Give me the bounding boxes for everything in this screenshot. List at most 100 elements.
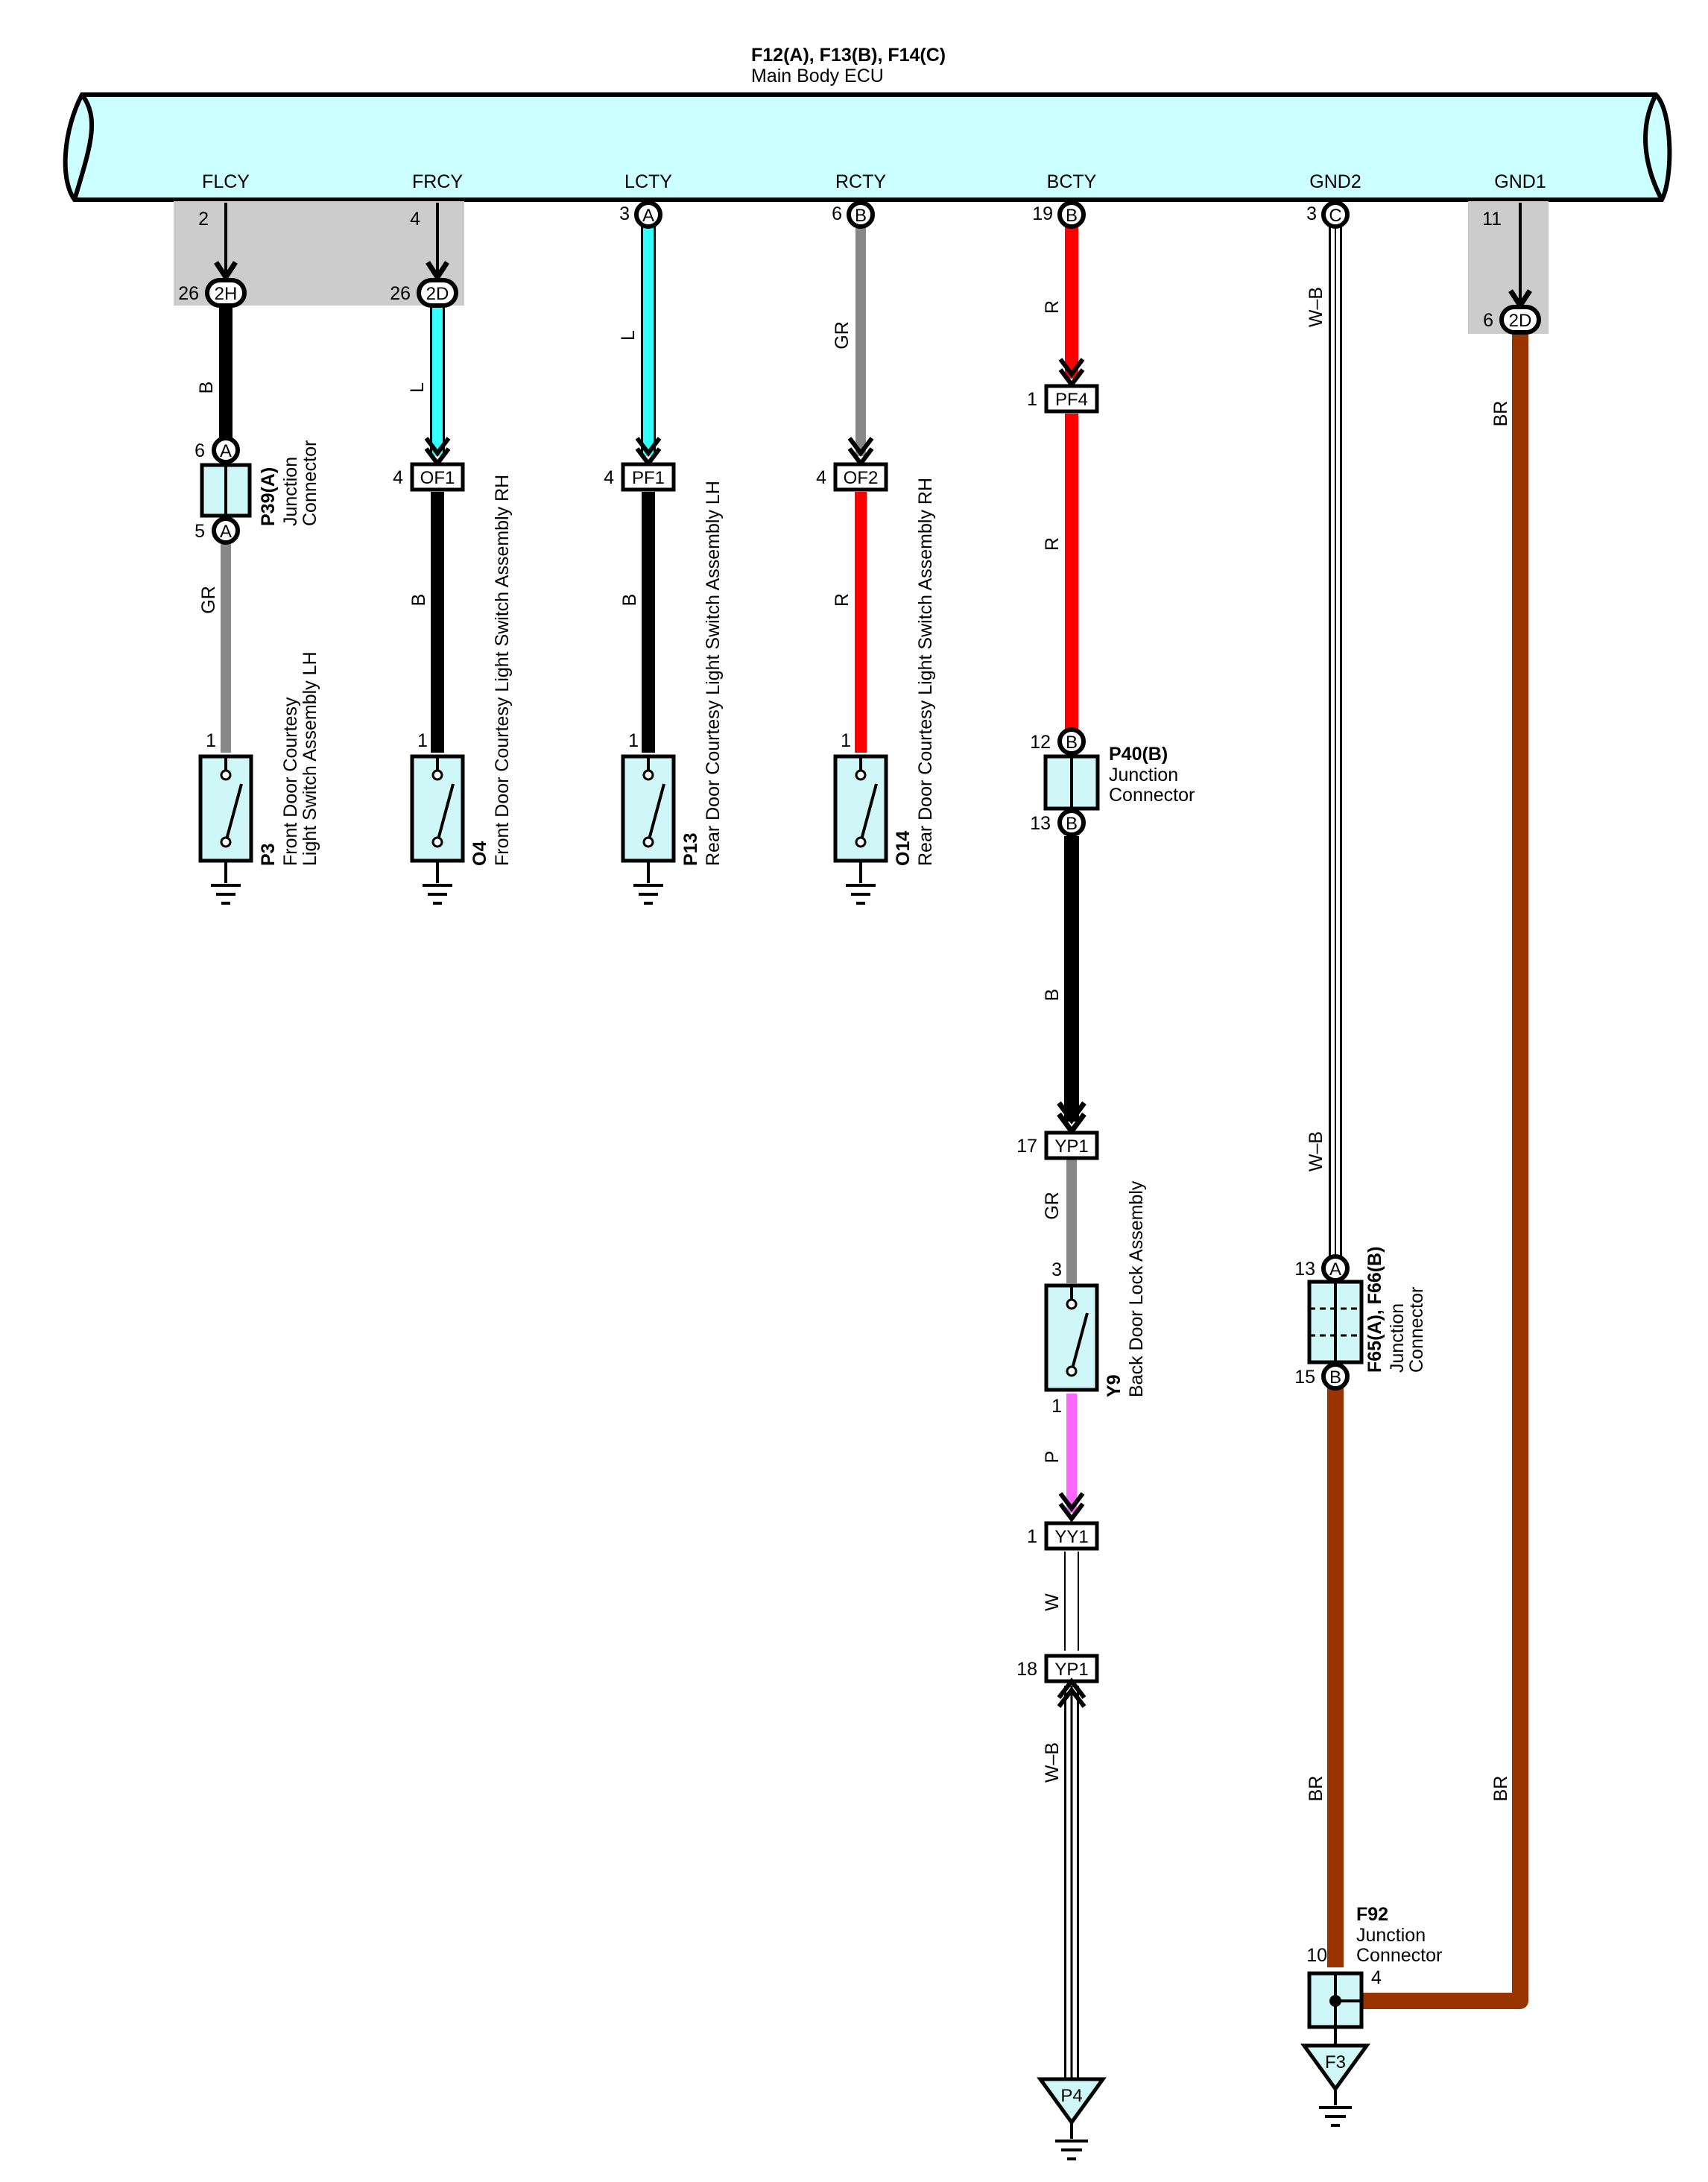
- gnd2-ecu-conn: C: [1329, 206, 1341, 226]
- pf1-pin: 4: [604, 467, 614, 488]
- p39-name-1: Junction: [280, 457, 301, 526]
- f92-code: F92: [1356, 1904, 1388, 1925]
- frcy-lower-color: B: [408, 594, 429, 607]
- y9-pin-top: 3: [1051, 1259, 1062, 1280]
- p40-name-1: Junction: [1109, 765, 1178, 785]
- p13-code: P13: [680, 833, 701, 866]
- flcy-pin: 2: [198, 209, 209, 230]
- p40-top-conn: B: [1066, 733, 1078, 753]
- gnd2-pin: 3: [1306, 203, 1317, 224]
- gnd1-column: 11 2D 6 BR BR: [1482, 203, 1541, 1802]
- f65-bottom-pin-number: 15: [1294, 1367, 1315, 1388]
- f65-top-conn: A: [1329, 1259, 1341, 1280]
- p39-top-conn: A: [220, 441, 232, 461]
- bcty-3-color: B: [1042, 989, 1063, 1002]
- flcy-upper-color: B: [196, 382, 217, 394]
- lcty-pin: 3: [619, 203, 630, 224]
- p3-pin: 1: [206, 730, 216, 751]
- terminal-gnd1: GND1: [1494, 171, 1546, 192]
- junction-block-2h: [205, 278, 247, 308]
- f92-pin-left: 10: [1306, 1945, 1327, 1966]
- y9-pin-bottom: 1: [1051, 1396, 1062, 1417]
- o14-code: O14: [893, 831, 914, 866]
- junction-block-2d-frcy-pin: 26: [390, 283, 411, 304]
- pf4-pin: 1: [1027, 389, 1037, 410]
- o14-name: Rear Door Courtesy Light Switch Assembly…: [915, 478, 936, 866]
- of1-connector: [410, 462, 465, 492]
- bcty-ecu-connector: [1057, 200, 1086, 229]
- f65-code: F65(A), F66(B): [1364, 1247, 1385, 1373]
- y9-name: Back Door Lock Assembly: [1126, 1180, 1147, 1397]
- of1-pin: 4: [393, 467, 403, 488]
- gnd1-pin: 11: [1482, 209, 1502, 230]
- ecu-title: F12(A), F13(B), F14(C): [751, 45, 946, 66]
- yp1-lower-pin: 18: [1016, 1659, 1037, 1680]
- f65-name-2: Connector: [1406, 1287, 1427, 1373]
- ecu-name: Main Body ECU: [751, 66, 884, 86]
- terminal-lcty: LCTY: [624, 171, 672, 192]
- junction-block-2h-pin: 26: [178, 283, 199, 304]
- junction-block-2d-gnd1: [1499, 305, 1541, 335]
- lcty-upper-color: L: [618, 330, 639, 341]
- bcty-5-color: P: [1042, 1451, 1063, 1464]
- yy1-code: YY1: [1054, 1527, 1088, 1547]
- of2-code: OF2: [844, 468, 879, 488]
- junction-block-2d-frcy: [417, 278, 458, 308]
- bcty-4-color: GR: [1042, 1192, 1063, 1220]
- yp1-lower-connector: [1044, 1654, 1099, 1683]
- terminal-bcty: BCTY: [1047, 171, 1097, 192]
- p3-name-2: Light Switch Assembly LH: [300, 651, 320, 866]
- terminal-frcy: FRCY: [412, 171, 463, 192]
- bcty-2-color: R: [1042, 537, 1063, 551]
- yp1-lower-code: YP1: [1054, 1660, 1088, 1680]
- rcty-ecu-conn: B: [855, 206, 867, 226]
- junction-block-2h-id: 2H: [215, 284, 238, 304]
- rcty-column: 6 B GR OF2 4 R 1 O14 Rear Door Courtesy …: [816, 200, 936, 905]
- of1-code: OF1: [420, 468, 455, 488]
- frcy-column: 4 2D 26 L OF1 4 B 1 O4 Front Door Courte…: [390, 203, 513, 905]
- flcy-lower-color: GR: [198, 586, 219, 614]
- pf4-connector: [1044, 384, 1099, 414]
- bcty-1-color: R: [1042, 300, 1063, 314]
- o4-pin: 1: [417, 730, 428, 751]
- f92-name-2: Connector: [1356, 1945, 1442, 1966]
- bcty-6-color: W: [1042, 1593, 1063, 1611]
- junction-block-2d-frcy-id: 2D: [426, 284, 449, 304]
- gnd2-upper-color-2: W–B: [1306, 1131, 1326, 1171]
- yp1-upper-connector: [1044, 1130, 1099, 1160]
- p40-code: P40(B): [1109, 744, 1168, 765]
- p3-name-1: Front Door Courtesy: [280, 697, 301, 866]
- p39-code: P39(A): [258, 467, 279, 526]
- f65-bottom-conn: B: [1329, 1367, 1341, 1388]
- o4-code: O4: [469, 841, 490, 866]
- junction-block-2d-gnd1-pin: 6: [1483, 310, 1493, 331]
- ground-f3: [1300, 2043, 1370, 2093]
- p39-top-pin-number: 6: [194, 440, 205, 461]
- bcty-7-color: W–B: [1042, 1742, 1063, 1783]
- p40-top-pin-number: 12: [1030, 732, 1051, 753]
- f65-top-pin-number: 13: [1294, 1259, 1315, 1280]
- p13-pin: 1: [628, 730, 639, 751]
- bcty-column: 19 B R PF4 1 R B 12 B 13 P40(B) Junction…: [1016, 200, 1195, 2160]
- gnd2-ecu-connector: [1321, 200, 1350, 229]
- frcy-upper-color: L: [407, 382, 428, 393]
- pf1-code: PF1: [632, 468, 665, 488]
- terminal-gnd2: GND2: [1309, 171, 1361, 192]
- y9-code: Y9: [1104, 1374, 1125, 1397]
- f65-bottom-pin: [1321, 1362, 1350, 1391]
- rcty-upper-color: GR: [832, 321, 853, 350]
- of2-pin: 4: [816, 467, 826, 488]
- rcty-lower-color: R: [832, 593, 853, 607]
- f92-name-1: Junction: [1356, 1925, 1426, 1946]
- lcty-column: 3 A L PF1 4 B 1 P13 Rear Door Courtesy L…: [604, 200, 724, 905]
- gnd1-lower-color: BR: [1490, 1776, 1511, 1802]
- gnd2-column: 3 C W–B W–B A 13 B 15 F65(A), F66(B) Jun…: [1294, 200, 1442, 2127]
- lcty-ecu-connector: [634, 200, 662, 229]
- junction-block-2d-gnd1-id: 2D: [1509, 311, 1532, 331]
- rcty-ecu-connector: [847, 200, 875, 229]
- gnd1-upper-color: BR: [1490, 401, 1511, 427]
- bcty-ecu-conn: B: [1066, 206, 1078, 226]
- p39-name-2: Connector: [300, 440, 320, 526]
- flcy-column: 2 2H 26 B A 6 A 5 P39(A) Junction Connec…: [178, 203, 320, 905]
